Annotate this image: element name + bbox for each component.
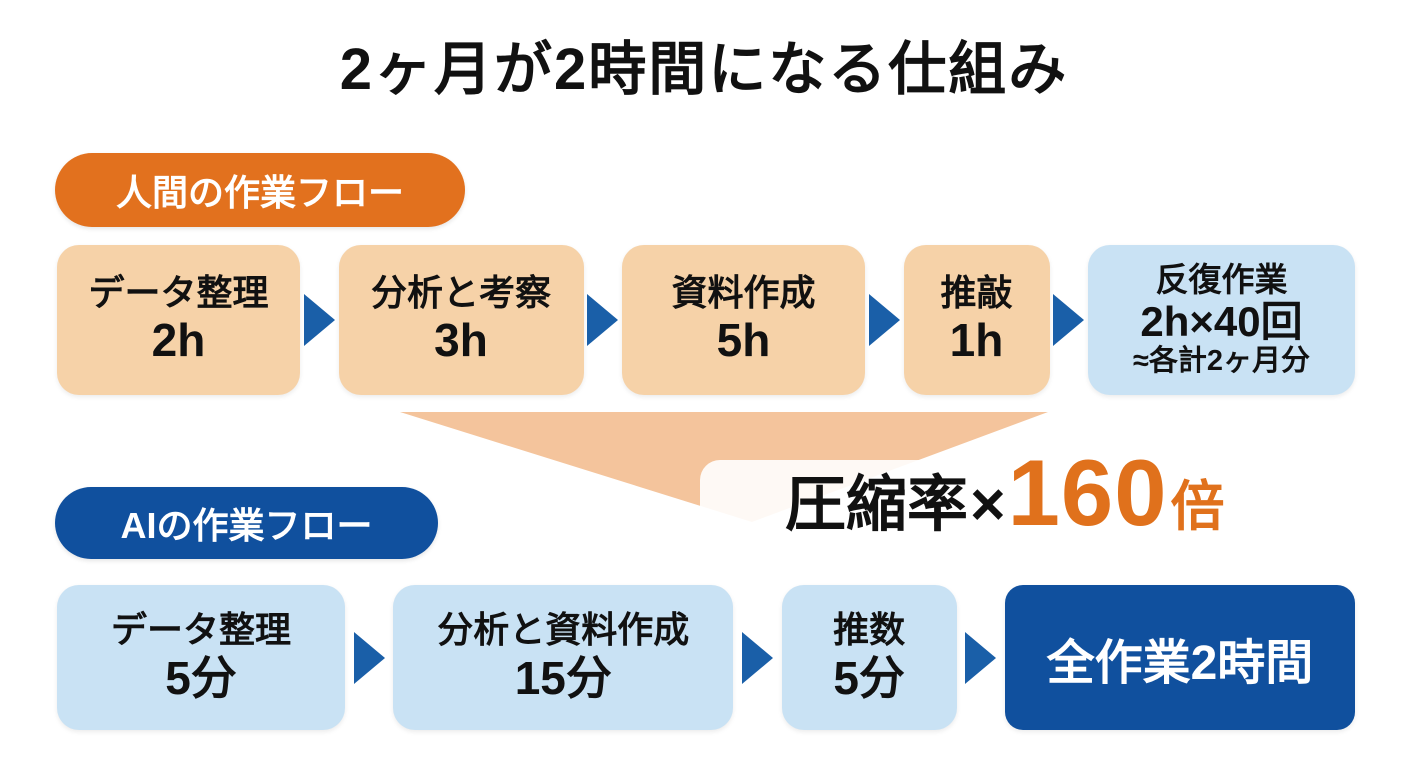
- step-name: 分析と考察: [370, 271, 551, 313]
- human-flow-label: 人間の作業フロー: [115, 172, 404, 213]
- step-duration: 5h: [716, 314, 771, 367]
- multiply-icon: ×: [970, 470, 1006, 538]
- step-duration: 1h: [949, 314, 1004, 367]
- ai-step-polish: 推数 5分: [781, 585, 957, 730]
- step-duration: 15分: [514, 651, 612, 704]
- step-name: 推数: [833, 609, 906, 651]
- arrow-right-icon: [741, 631, 773, 684]
- step-name: データ整理: [110, 609, 291, 651]
- arrow-right-icon: [303, 294, 335, 346]
- step-name: 資料作成: [671, 271, 816, 313]
- ai-result-label: 全作業2時間: [1046, 636, 1314, 690]
- compression-unit: 倍: [1170, 477, 1225, 537]
- ai-flow-label: AIの作業フロー: [120, 505, 373, 546]
- ai-flow-row: データ整理 5分 分析と資料作成 15分 推数 5分 全作業2時間: [57, 585, 1355, 730]
- step-duration: 5分: [165, 651, 237, 704]
- step-name: 推敲: [940, 271, 1013, 313]
- human-step-analysis: 分析と考察 3h: [338, 245, 584, 395]
- human-flow-label-pill: 人間の作業フロー: [55, 153, 465, 227]
- step-name: 分析と資料作成: [437, 609, 690, 651]
- arrow-right-icon: [587, 294, 619, 346]
- ai-result-box: 全作業2時間: [1004, 585, 1355, 730]
- step-name: 反復作業: [1155, 260, 1288, 298]
- human-flow-row: データ整理 2h 分析と考察 3h 資料作成 5h 推敲 1h 反復作業 2h×…: [57, 245, 1355, 395]
- ai-step-data-cleanup: データ整理 5分: [57, 585, 345, 730]
- compression-label-background: [700, 460, 1130, 562]
- human-step-data-cleanup: データ整理 2h: [57, 245, 300, 395]
- ai-step-analysis-materials: 分析と資料作成 15分: [393, 585, 734, 730]
- step-name: データ整理: [88, 271, 269, 313]
- human-step-repetition: 反復作業 2h×40回 ≈各計2ヶ月分: [1088, 245, 1355, 395]
- compression-ratio: 圧縮率 × 160 倍: [785, 446, 1365, 568]
- step-note: ≈各計2ヶ月分: [1132, 345, 1311, 378]
- step-duration: 3h: [434, 314, 488, 367]
- arrow-right-icon: [868, 294, 900, 346]
- compression-label: 圧縮率: [785, 470, 969, 538]
- arrow-right-icon: [1053, 294, 1085, 346]
- step-duration: 2h: [151, 314, 206, 367]
- step-duration: 5分: [833, 651, 905, 704]
- compression-value: 160: [1007, 440, 1168, 545]
- ai-flow-label-pill: AIの作業フロー: [55, 487, 438, 559]
- page-title: 2ヶ月が2時間になる仕組み: [339, 37, 1069, 102]
- arrow-right-icon: [965, 631, 997, 684]
- human-step-materials: 資料作成 5h: [622, 245, 865, 395]
- arrow-right-icon: [353, 631, 385, 684]
- step-duration: 2h×40回: [1140, 298, 1303, 346]
- human-step-polish: 推敲 1h: [903, 245, 1050, 395]
